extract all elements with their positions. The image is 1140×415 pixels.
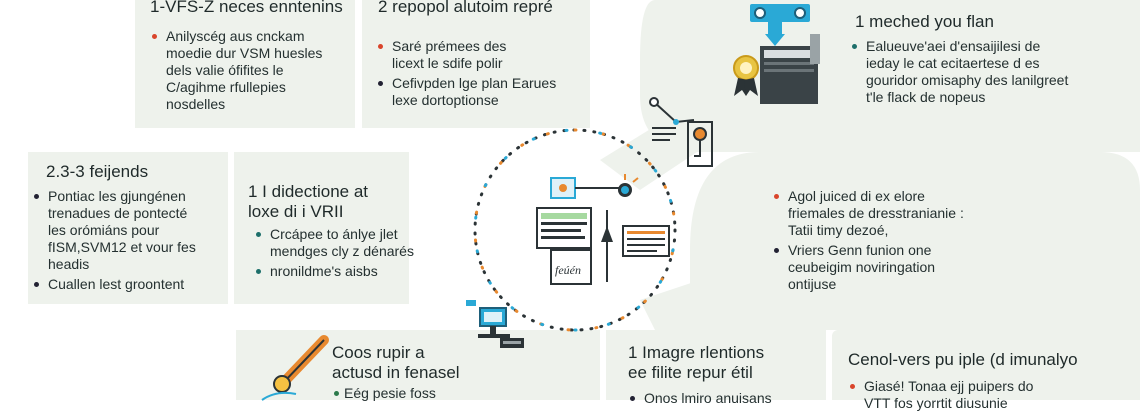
bullet-icon bbox=[378, 44, 383, 49]
top-right-capsule bbox=[640, 0, 1140, 152]
document-card-icon bbox=[536, 207, 592, 249]
bullet-icon bbox=[34, 194, 39, 199]
list-item: Ealueuve'aei d'ensaijilesi de ieday le c… bbox=[850, 38, 1120, 106]
list-item: Agol juiced di ex elore friemales de dre… bbox=[772, 188, 1042, 239]
bullet-icon bbox=[774, 248, 779, 253]
middle-left-list: Pontiac les gjungénen trenadues de ponte… bbox=[32, 188, 228, 296]
list-item: Pontiac les gjungénen trenadues de ponte… bbox=[32, 188, 228, 273]
bullet-icon bbox=[152, 34, 157, 39]
list-item: Eég pesie foss bbox=[332, 385, 532, 402]
dashboard-panel-icon bbox=[750, 4, 820, 104]
top-middle-title: 2 repopol alutoim repré bbox=[378, 0, 553, 16]
middle-right-list: Agol juiced di ex elore friemales de dre… bbox=[772, 188, 1042, 296]
dotted-ring bbox=[473, 128, 677, 332]
handwritten-card bbox=[550, 249, 592, 285]
panel-middle-left bbox=[28, 152, 228, 304]
middle-left-title: 2.3-3 feijends bbox=[46, 162, 149, 181]
center-diagram: feúén bbox=[473, 128, 677, 332]
computer-workstation-icon bbox=[466, 300, 524, 348]
bullet-icon bbox=[852, 44, 857, 49]
background-shapes bbox=[600, 0, 1140, 340]
certificate-award-icon bbox=[733, 55, 759, 96]
bullet-icon bbox=[630, 396, 635, 401]
bullet-icon bbox=[850, 384, 855, 389]
middle-center-left-list: Crcápee to ánlye jlet mendges cly z déna… bbox=[254, 226, 414, 283]
bullet-icon bbox=[256, 232, 261, 237]
panel-top-middle bbox=[362, 0, 590, 128]
handwritten-label: feúén bbox=[555, 263, 581, 277]
list-item: Cuallen lest groontent bbox=[32, 276, 228, 293]
bullet-icon bbox=[334, 391, 339, 396]
list-item: nronildme's aisbs bbox=[254, 263, 414, 280]
bottom-left-list: Eég pesie foss bbox=[332, 385, 532, 405]
bottom-right-list: Giasé! Tonaa ejj puipers do VTT fos yorr… bbox=[848, 378, 1133, 415]
list-item: Cefivpden lge plan Earues lexe dortoptio… bbox=[376, 75, 586, 109]
bullet-icon bbox=[774, 194, 779, 199]
bullet-icon bbox=[34, 282, 39, 287]
bullet-icon bbox=[378, 81, 383, 86]
bullet-icon bbox=[256, 269, 261, 274]
middle-center-left-title: 1 I didectione at loxe di i VRII bbox=[248, 182, 369, 221]
pointer-arrow-icon bbox=[601, 210, 613, 282]
connector-top-right bbox=[600, 120, 700, 190]
list-item: Vriers Genn funion one ceubeigim novirin… bbox=[772, 242, 1042, 293]
list-item: Anilyscég aus cnckam moedie dur VSM hues… bbox=[150, 28, 350, 113]
report-card-icon bbox=[622, 225, 670, 257]
panel-bottom-middle bbox=[606, 330, 826, 400]
list-item: Crcápee to ánlye jlet mendges cly z déna… bbox=[254, 226, 414, 260]
right-middle-shape bbox=[690, 152, 1140, 330]
bottom-middle-list: Onos lmiro anuisans bbox=[628, 390, 818, 410]
bottom-middle-title: 1 Imagre rlentions ee filite repur étil bbox=[628, 343, 765, 382]
pencil-probe-icon bbox=[261, 335, 329, 401]
list-item: Onos lmiro anuisans bbox=[628, 390, 818, 407]
circuit-chip-icon bbox=[550, 174, 639, 199]
top-right-list: Ealueuve'aei d'ensaijilesi de ieday le c… bbox=[850, 38, 1120, 109]
panel-top-left bbox=[135, 0, 355, 128]
pulley-document-icon bbox=[649, 97, 713, 167]
connector-bottom-right bbox=[640, 280, 720, 340]
panel-middle-center-left bbox=[234, 152, 409, 304]
top-left-list: Anilyscég aus cnckam moedie dur VSM hues… bbox=[150, 28, 350, 116]
bottom-left-title: Coos rupir a actusd in fenasel bbox=[332, 343, 460, 382]
top-middle-list: Saré prémees des licext le sdife polir C… bbox=[376, 38, 586, 112]
list-item: Saré prémees des licext le sdife polir bbox=[376, 38, 586, 72]
top-left-title: 1-VFS-Z neces enntenins bbox=[150, 0, 343, 16]
top-right-title: 1 meched you flan bbox=[855, 12, 994, 31]
list-item: Giasé! Tonaa ejj puipers do VTT fos yorr… bbox=[848, 378, 1133, 412]
bottom-right-title: Cenol-vers pu iple (d imunalyo bbox=[848, 350, 1078, 369]
panel-bottom-right bbox=[832, 330, 1140, 400]
